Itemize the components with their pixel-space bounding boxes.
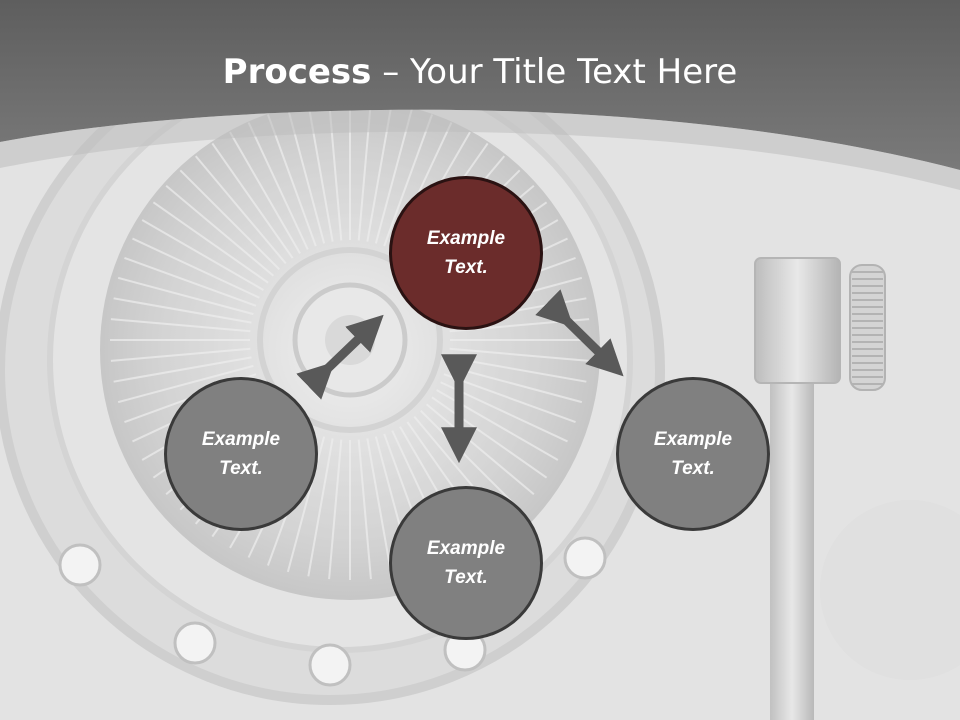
title-rest: Your Title Text Here [410,52,738,92]
node-top: Example Text. [389,176,543,330]
node-top-line2: Text. [444,257,488,278]
node-right-line2: Text. [671,458,715,479]
node-left: Example Text. [164,377,318,531]
arrow-top-left [296,314,384,400]
node-top-line1: Example [426,228,506,249]
node-bottom-label: Example Text. [406,534,526,592]
node-right-line1: Example [653,429,733,450]
node-bottom-line2: Text. [444,567,488,588]
node-left-line1: Example [201,429,281,450]
slide-title: Process – Your Title Text Here [0,52,960,92]
node-right: Example Text. [616,377,770,531]
node-top-label: Example Text. [406,224,526,282]
title-bold: Process [222,52,372,92]
node-bottom-line1: Example [426,538,506,559]
arrow-top-right [535,289,624,377]
title-separator: – [371,52,411,92]
node-left-label: Example Text. [181,425,301,483]
node-left-line2: Text. [219,458,263,479]
node-right-label: Example Text. [633,425,753,483]
node-bottom: Example Text. [389,486,543,640]
